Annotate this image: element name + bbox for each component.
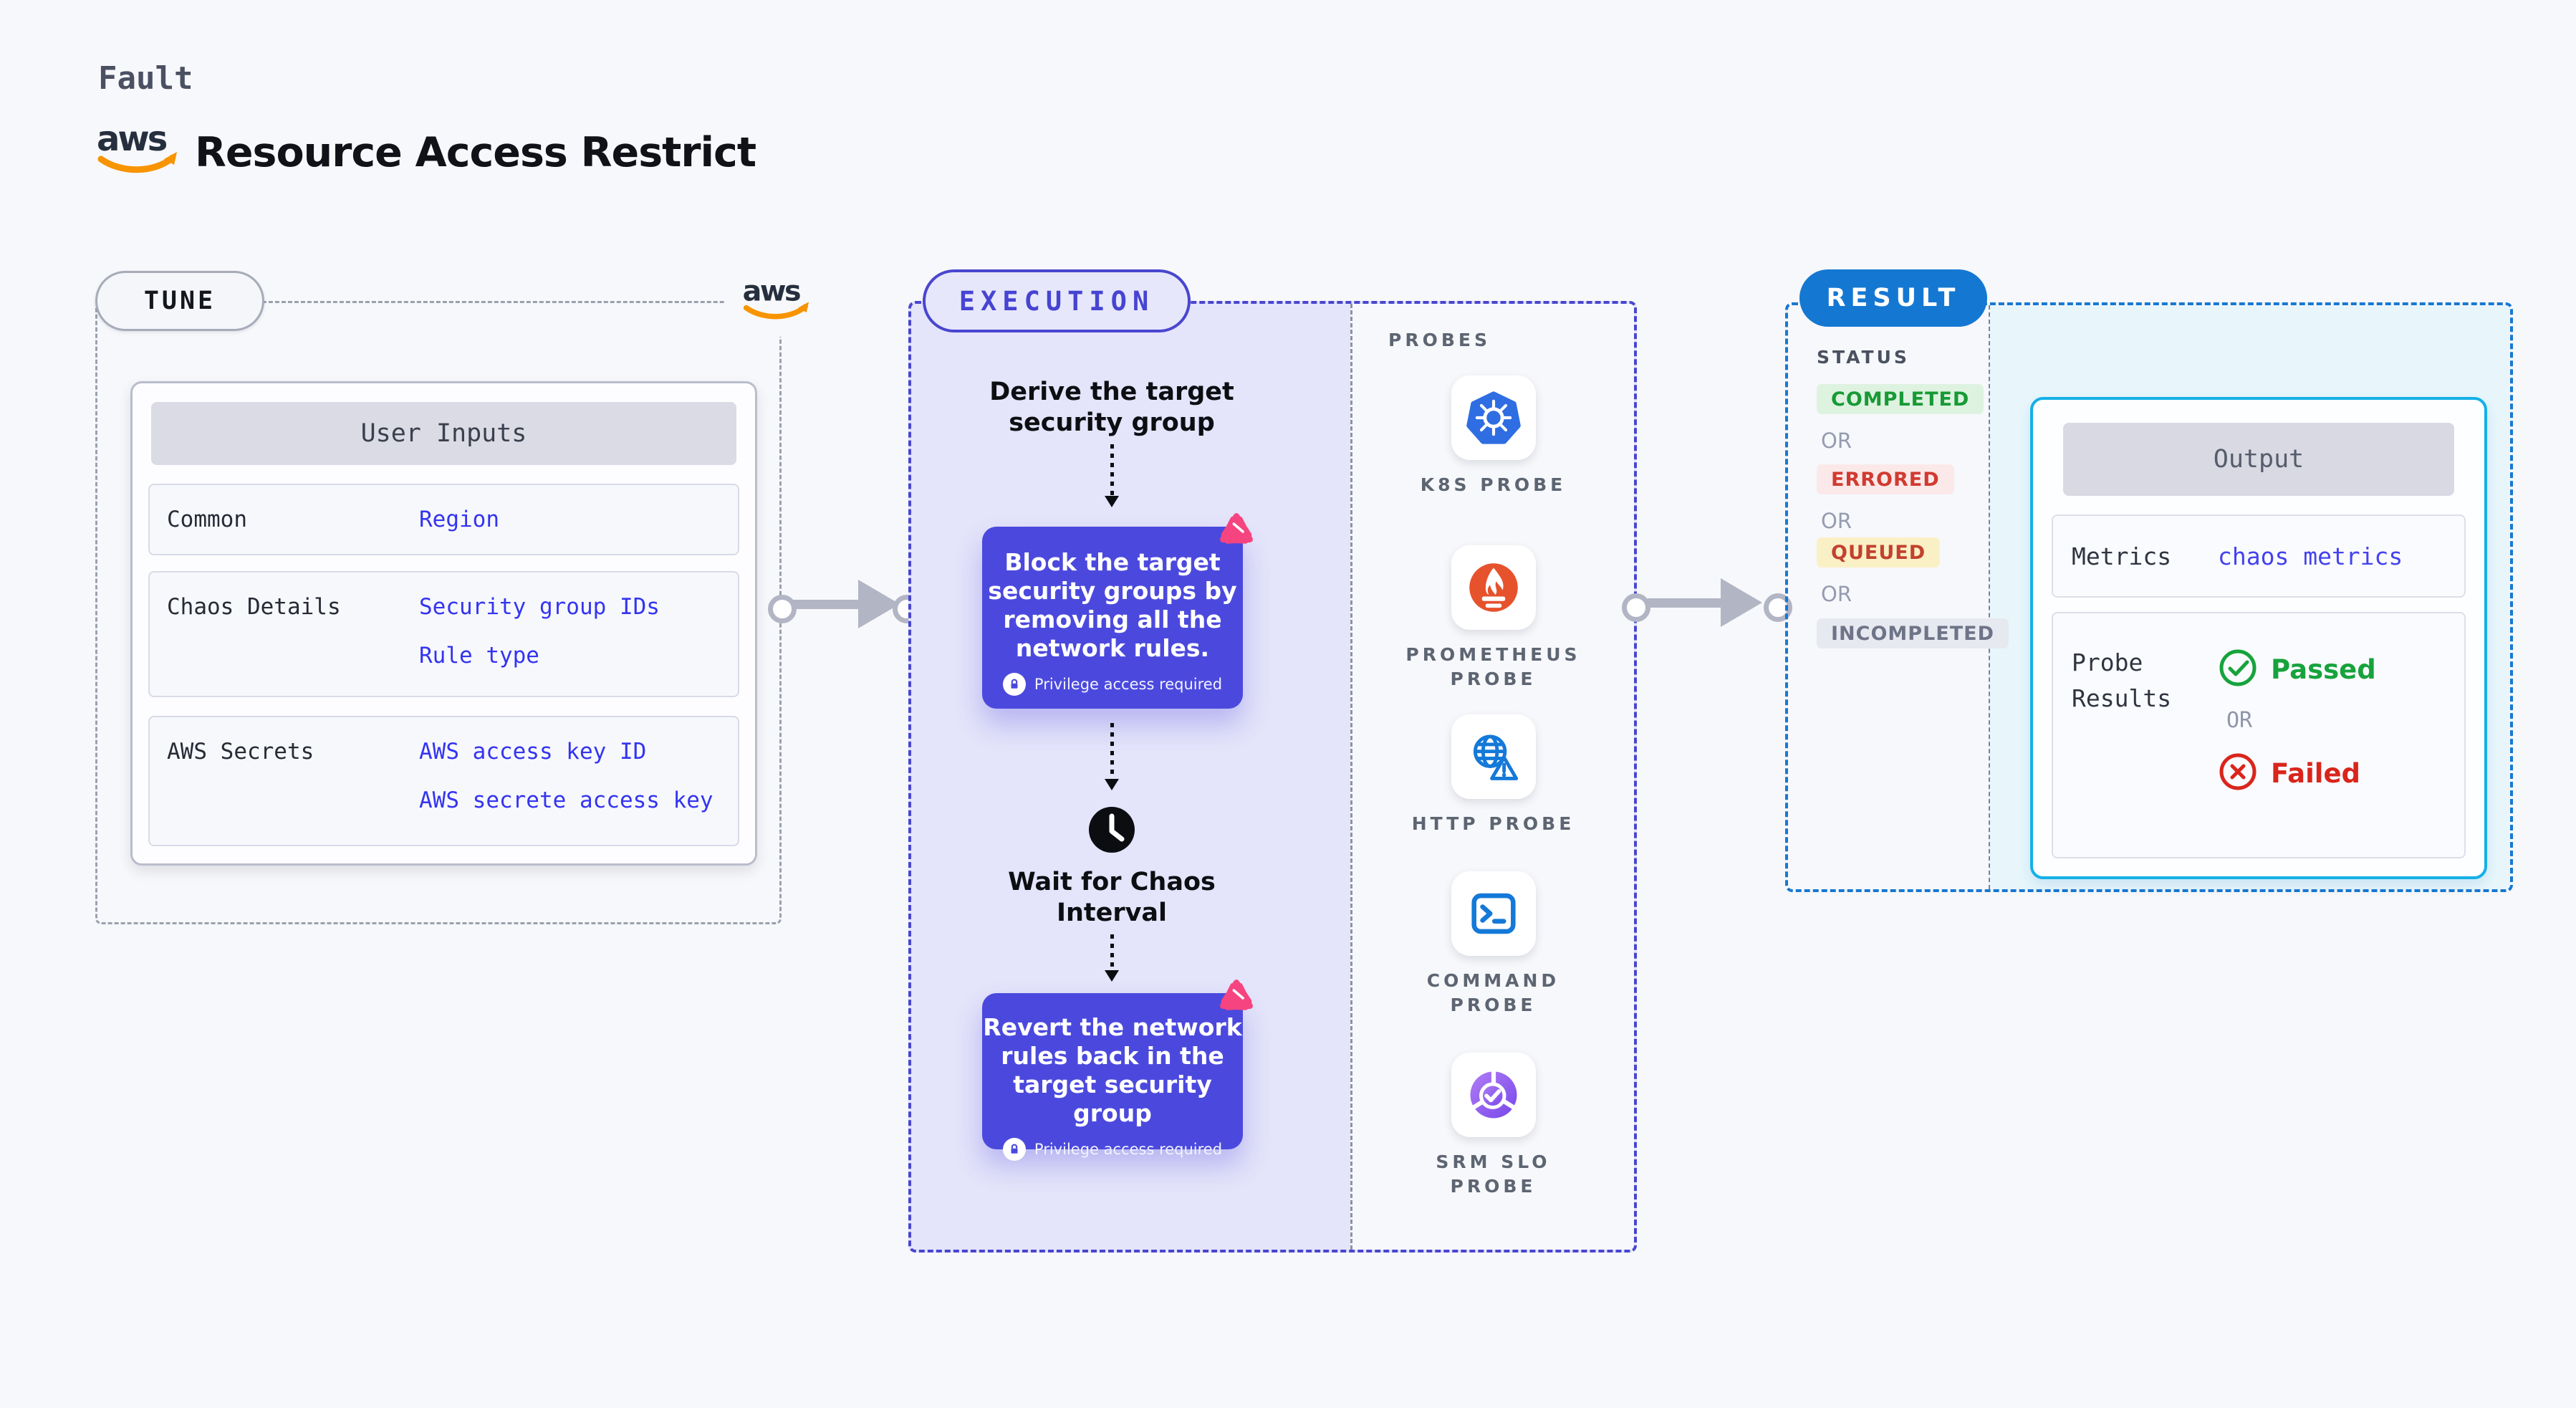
metrics-row: Metrics chaos metrics	[2052, 514, 2466, 598]
metrics-label: Metrics	[2072, 542, 2172, 570]
probe-label: PROMETHEUS PROBE	[1405, 644, 1581, 689]
step-block-line: network rules.	[1015, 634, 1210, 662]
fault-eyebrow: Fault	[98, 60, 193, 97]
or-label: OR	[1821, 582, 1852, 606]
or-label: OR	[1821, 509, 1852, 533]
status-badge-queued: QUEUED	[1817, 537, 1941, 567]
aws-smile-arc	[97, 154, 176, 173]
step-wait-line: Wait for Chaos	[1008, 868, 1216, 896]
probes-title: PROBES	[1388, 330, 1491, 350]
table-row-aws-secrets: AWS Secrets AWS access key ID AWS secret…	[148, 716, 739, 846]
privilege-note: Privilege access required	[1034, 676, 1223, 693]
command-terminal-icon	[1451, 871, 1536, 956]
status-badge-completed: COMPLETED	[1817, 384, 1984, 414]
failed-x-icon	[2218, 752, 2258, 795]
privilege-note: Privilege access required	[1034, 1141, 1223, 1158]
step-wait-line: Interval	[1056, 899, 1168, 927]
connector-dot	[768, 595, 797, 623]
tune-badge: TUNE	[95, 271, 264, 331]
flow-arrow-down-icon	[1105, 723, 1119, 790]
execution-badge: EXECUTION	[923, 269, 1191, 332]
table-row-common: Common Region	[148, 484, 739, 555]
step-derive-line: Derive the target	[989, 378, 1234, 406]
prometheus-icon	[1451, 545, 1536, 630]
probes-panel: PROBES K8S PROBE	[1350, 304, 1634, 1250]
step-block-line: removing all the	[1003, 605, 1222, 633]
table-row-chaos-details: Chaos Details Security group IDs Rule ty…	[148, 571, 739, 697]
status-badge-incompleted: INCOMPLETED	[1817, 618, 2009, 648]
status-title: STATUS	[1817, 347, 1910, 368]
connector-line	[785, 600, 860, 609]
probe-results-row: Probe Results Passed OR	[2052, 612, 2466, 858]
aws-logo: aws	[95, 119, 186, 181]
row-value: Rule type	[419, 643, 539, 669]
srm-slo-icon	[1451, 1053, 1536, 1137]
step-revert-line: target security group	[1013, 1071, 1212, 1127]
execution-section-box: Derive the target security group Block t…	[908, 301, 1637, 1253]
step-block-line: security groups by	[988, 577, 1237, 605]
probe-results-label: Probe Results	[2072, 648, 2172, 712]
aws-logo-text: aws	[97, 120, 167, 159]
connector-dot	[1622, 593, 1650, 622]
connector-arrowhead	[1721, 578, 1762, 627]
step-revert-box: Revert the network rules back in the tar…	[982, 980, 1253, 1161]
row-label: AWS Secrets	[167, 739, 314, 765]
row-label: Common	[167, 507, 247, 532]
row-value: Security group IDs	[419, 594, 660, 620]
kubernetes-icon	[1451, 375, 1536, 460]
metrics-value: chaos metrics	[2218, 542, 2403, 570]
step-block-line: Block the target	[1004, 548, 1221, 576]
row-value: AWS secrete access key	[419, 787, 713, 813]
or-label: OR	[2226, 708, 2253, 733]
lock-icon	[1002, 673, 1026, 696]
probe-label: COMMAND PROBE	[1426, 970, 1560, 1015]
output-card: Output Metrics chaos metrics Probe Resul…	[2030, 397, 2487, 879]
page-title: Resource Access Restrict	[195, 129, 756, 176]
row-value: Region	[419, 507, 499, 532]
http-globe-icon	[1451, 714, 1536, 799]
output-title: Output	[2063, 423, 2454, 496]
result-badge: RESULT	[1799, 269, 1987, 327]
passed-check-icon	[2218, 648, 2258, 691]
flow-arrow-down-icon	[1105, 934, 1119, 982]
step-revert-line: Revert the network	[983, 1013, 1242, 1041]
probe-label: HTTP PROBE	[1411, 813, 1575, 834]
lock-icon	[1002, 1138, 1026, 1161]
clock-icon	[1087, 805, 1136, 857]
row-label: Chaos Details	[167, 594, 341, 620]
step-block-box: Block the target security groups by remo…	[982, 513, 1253, 709]
step-derive-line: security group	[1009, 408, 1215, 437]
connector-line	[1648, 598, 1722, 608]
result-section-box: STATUS COMPLETED OR ERRORED OR QUEUED OR…	[1785, 302, 2513, 892]
failed-label: Failed	[2271, 757, 2361, 789]
probe-label: SRM SLO PROBE	[1436, 1151, 1551, 1197]
step-revert-line: rules back in the	[1001, 1042, 1224, 1070]
user-inputs-title: User Inputs	[151, 402, 736, 465]
chaos-pinwheel-icon	[1216, 511, 1257, 555]
probe-label: K8S PROBE	[1420, 474, 1567, 495]
step-derive: Derive the target security group	[911, 377, 1312, 439]
aws-smile-arrowhead	[164, 152, 177, 165]
svg-text:aws: aws	[743, 275, 800, 308]
status-badge-errored: ERRORED	[1817, 464, 1954, 494]
aws-logo-small: aws	[725, 262, 832, 337]
or-label: OR	[1821, 428, 1852, 453]
flow-arrow-down-icon	[1105, 444, 1119, 507]
passed-label: Passed	[2271, 653, 2376, 685]
chaos-pinwheel-icon	[1216, 977, 1257, 1022]
step-wait: Wait for Chaos Interval	[911, 867, 1312, 929]
user-inputs-card: User Inputs Common Region Chaos Details …	[130, 381, 757, 866]
row-value: AWS access key ID	[419, 739, 647, 765]
